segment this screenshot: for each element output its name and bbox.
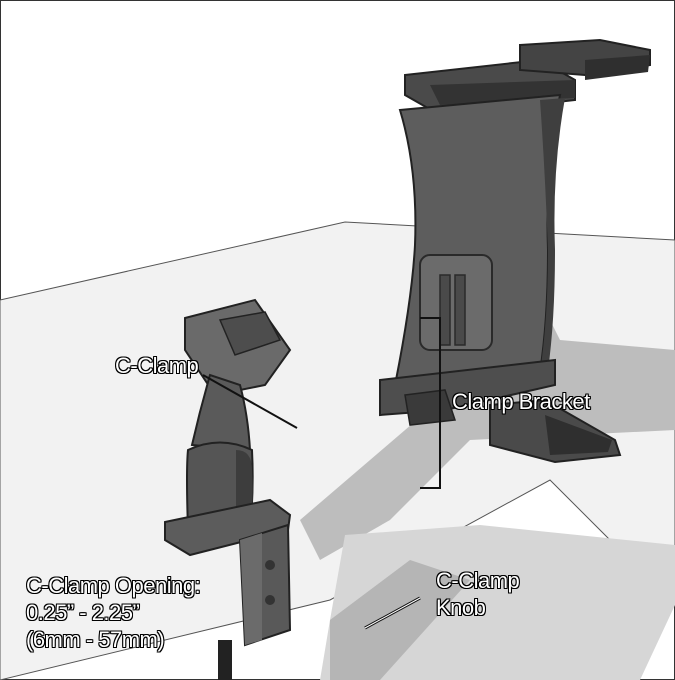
screw-1 [265, 560, 275, 570]
tablet-holder [379, 38, 651, 489]
opening-mm: (6mm - 57mm) [26, 627, 165, 652]
table-shadow [300, 310, 675, 560]
opening-inches: 0.25” - 2.25” [26, 600, 140, 625]
clamp-bracket-leader [420, 317, 441, 489]
opening-title: C-Clamp Opening: [26, 573, 201, 598]
clamp-screw-rod [218, 640, 232, 680]
clamp-bracket-label: Clamp Bracket [452, 389, 590, 414]
screw-2 [265, 595, 275, 605]
table-front-shadow [330, 560, 470, 680]
c-clamp-opening-label: C-Clamp Opening: 0.25” - 2.25” (6mm - 57… [26, 572, 201, 653]
c-clamp-leader [202, 374, 298, 429]
c-clamp-label: C-Clamp [115, 353, 199, 378]
c-clamp-assembly [164, 298, 421, 680]
c-clamp-knob-label: C-Clamp Knob [436, 568, 520, 620]
